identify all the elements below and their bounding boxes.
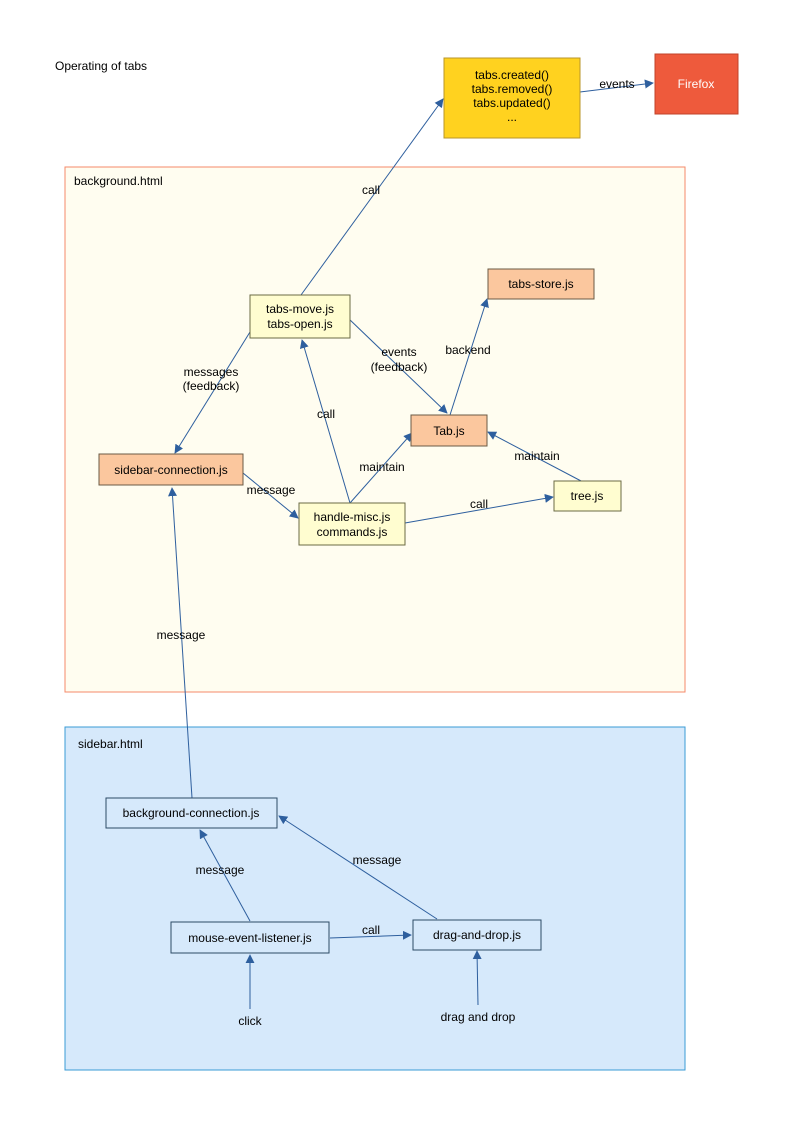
edge-tabs-move-to-sidebar-connection: [174, 331, 251, 454]
edge-label-move-tab-line-2: (feedback): [371, 360, 428, 374]
mouse-event-listener-label: mouse-event-listener.js: [188, 931, 311, 945]
sidebar-html-frame: [64, 726, 686, 1071]
edge-label-move-sidebar-conn-line-2: (feedback): [183, 379, 240, 393]
node-handle-misc: handle-misc.js commands.js: [298, 502, 406, 546]
edges: [168, 79, 654, 1009]
edge-handle-misc-to-tabs-move: [299, 339, 351, 504]
tabs-store-box: [487, 268, 595, 300]
handle-misc-line-1: handle-misc.js: [314, 510, 391, 524]
handle-misc-box: [298, 502, 406, 546]
background-html-label: background.html: [74, 174, 163, 188]
tabs-move-line-1: tabs-move.js: [266, 302, 334, 316]
edge-label-move-sidebar-conn-line-1: messages: [184, 365, 239, 379]
edge-label-tab-store: backend: [445, 343, 490, 357]
background-html-frame: [64, 166, 686, 693]
sidebar-connection-box: [98, 453, 244, 486]
tabs-store-label: tabs-store.js: [508, 277, 573, 291]
node-tabs-store: tabs-store.js: [487, 268, 595, 300]
node-mouse-event-listener: mouse-event-listener.js: [170, 921, 330, 954]
edge-drag-input-to-drag-and-drop: [472, 950, 482, 1006]
edge-tabs-move-to-api: [300, 98, 444, 296]
edge-mouse-listener-to-drag-and-drop: [329, 930, 412, 940]
tree-label: tree.js: [571, 489, 604, 503]
drag-and-drop-label: drag-and-drop.js: [433, 928, 521, 942]
edge-label-dnd-bg-conn: message: [353, 853, 402, 867]
edge-labels: events call messages (feedback) events (…: [157, 77, 635, 937]
sidebar-html-label: sidebar.html: [78, 737, 143, 751]
tabs-api-line-2: tabs.removed(): [472, 82, 553, 96]
edge-mouse-listener-to-background-connection: [199, 829, 251, 922]
tabs-api-line-4: ...: [507, 110, 517, 124]
tabs-api-box: [443, 57, 581, 139]
background-html-container: background.html: [64, 166, 686, 693]
sidebar-connection-label: sidebar-connection.js: [114, 463, 227, 477]
edge-label-handle-move: call: [317, 407, 335, 421]
edge-label-handle-tab: maintain: [359, 460, 404, 474]
tabs-api-line-3: tabs.updated(): [473, 96, 550, 110]
edge-sidebar-connection-to-handle-misc: [242, 472, 299, 519]
node-tab: Tab.js: [410, 414, 488, 447]
node-sidebar-connection: sidebar-connection.js: [98, 453, 244, 486]
background-connection-box: [105, 797, 278, 829]
tabs-move-line-2: tabs-open.js: [267, 317, 332, 331]
edge-label-sidebar-conn-handle: message: [247, 483, 296, 497]
tab-box: [410, 414, 488, 447]
firefox-box: [654, 53, 739, 115]
node-drag-and-drop: drag-and-drop.js: [412, 919, 542, 951]
tab-label: Tab.js: [433, 424, 464, 438]
background-connection-label: background-connection.js: [123, 806, 260, 820]
firefox-label: Firefox: [678, 77, 715, 91]
edge-handle-misc-to-tree: [404, 493, 554, 524]
edge-api-to-firefox: [579, 79, 654, 93]
edge-label-mouse-dnd: call: [362, 923, 380, 937]
node-tabs-move: tabs-move.js tabs-open.js: [249, 294, 351, 339]
node-tabs-api: tabs.created() tabs.removed() tabs.updat…: [443, 57, 581, 139]
edge-label-mouse-bg-conn: message: [196, 863, 245, 877]
edge-label-tree-tab: maintain: [514, 449, 559, 463]
mouse-event-listener-box: [170, 921, 330, 954]
edge-label-bg-conn-sidebar-conn: message: [157, 628, 206, 642]
diagram-title: Operating of tabs: [55, 59, 147, 73]
edge-tab-to-tabs-store: [449, 298, 489, 416]
input-drag-and-drop-label: drag and drop: [441, 1010, 516, 1024]
edge-label-handle-tree: call: [470, 497, 488, 511]
handle-misc-line-2: commands.js: [317, 525, 388, 539]
node-firefox: Firefox: [654, 53, 739, 115]
tabs-move-box: [249, 294, 351, 339]
edge-background-connection-to-sidebar-connection: [168, 487, 193, 799]
edge-tree-to-tab: [487, 431, 584, 483]
sidebar-html-container: sidebar.html: [64, 726, 686, 1071]
input-click-label: click: [238, 1014, 262, 1028]
tabs-api-line-1: tabs.created(): [475, 68, 549, 82]
edge-label-move-tab-line-1: events: [381, 345, 416, 359]
node-background-connection: background-connection.js: [105, 797, 278, 829]
edge-label-api-firefox: events: [599, 77, 634, 91]
drag-and-drop-box: [412, 919, 542, 951]
tree-box: [553, 480, 622, 512]
edge-tabs-move-to-tab: [347, 317, 448, 414]
edge-handle-misc-to-tab: [349, 432, 413, 504]
edge-label-move-api: call: [362, 183, 380, 197]
node-tree: tree.js: [553, 480, 622, 512]
edge-drag-and-drop-to-background-connection: [278, 815, 438, 920]
